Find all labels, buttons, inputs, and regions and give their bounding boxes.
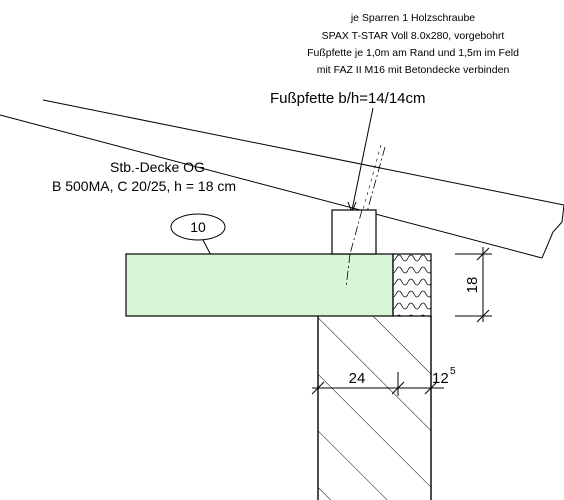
pfette-leader [351, 107, 374, 211]
note-line-2: SPAX T-STAR Voll 8.0x280, vorgebohrt [322, 30, 505, 42]
dimension-wall: 24 12 5 [311, 366, 456, 396]
position-tag-ellipse [170, 213, 226, 241]
note-line-1: je Sparren 1 Holzschraube [350, 12, 475, 24]
rafter [0, 99, 564, 259]
concrete-slab [125, 253, 394, 317]
note-line-4: mit FAZ II M16 mit Betondecke verbinden [317, 64, 510, 76]
screw-note: je Sparren 1 Holzschraube SPAX T-STAR Vo… [307, 12, 519, 76]
screw-inside-slab [345, 253, 351, 289]
dim-slab-height-text: 18 [464, 277, 481, 294]
screw-inside-purlin [349, 209, 363, 255]
rafter-end-cut [541, 204, 564, 259]
dim-insulation-superscript: 5 [450, 366, 456, 377]
note-line-3: Fußpfette je 1,0m am Rand und 1,5m im Fe… [307, 47, 519, 59]
insulation [392, 253, 432, 317]
dim-wall-width-text: 24 [349, 370, 366, 387]
pfette-label: Fußpfette b/h=14/14cm [270, 90, 426, 107]
foot-purlin [331, 209, 377, 255]
rafter-bottom-edge [0, 114, 543, 259]
masonry-wall [317, 315, 432, 500]
dimension-slab-height: 18 [455, 247, 492, 323]
decke-title: Stb.-Decke OG [110, 159, 205, 175]
position-tag-number: 10 [190, 219, 206, 235]
rafter-top-edge [42, 99, 564, 206]
dim-insulation-text: 12 [432, 370, 449, 387]
decke-spec: B 500MA, C 20/25, h = 18 cm [52, 178, 236, 194]
